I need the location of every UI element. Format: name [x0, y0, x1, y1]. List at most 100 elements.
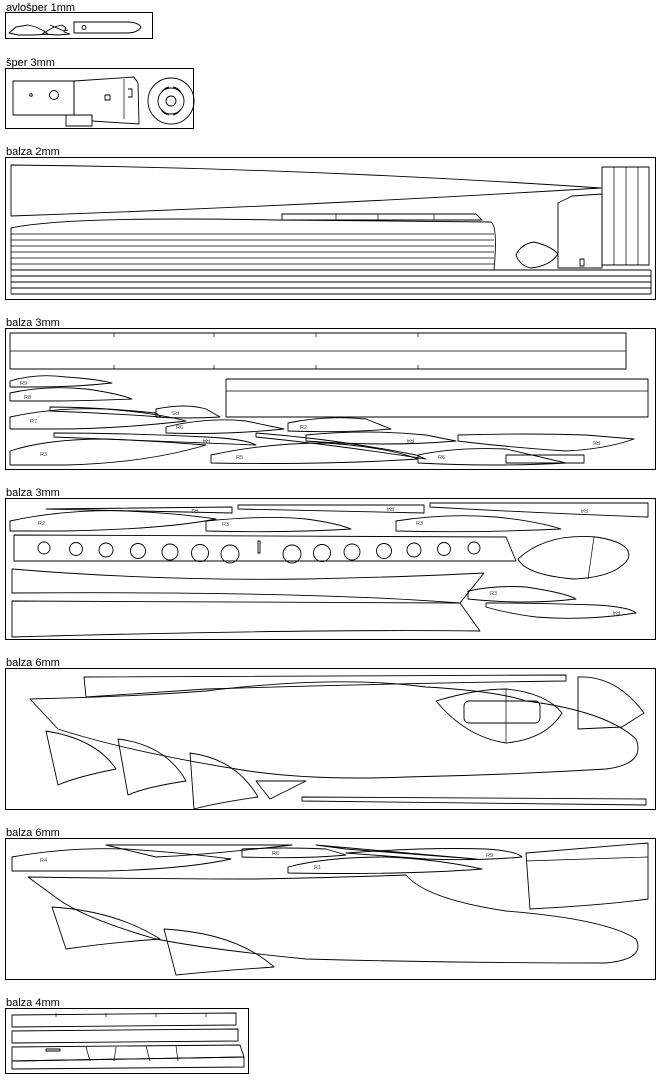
label-r6-right: R6	[438, 455, 445, 461]
part-small-hole	[29, 93, 33, 97]
part-slot	[104, 94, 111, 101]
part-4mm-dividers	[85, 1045, 179, 1062]
part-wing-tip-mid	[41, 24, 71, 36]
part-fuselage-skin	[10, 164, 602, 217]
part-fin-line-1	[613, 167, 639, 265]
part-firewall-hole	[49, 90, 59, 100]
part-rib-r7-right	[505, 454, 585, 464]
part-rib-r3-top	[205, 516, 352, 533]
part-fuselage-side	[29, 681, 639, 779]
part-long-strips	[11, 269, 652, 295]
label-r6-6mm: R6	[272, 851, 279, 857]
part-canopy	[515, 241, 559, 269]
part-oval-former	[517, 536, 630, 580]
part-spinner-center	[165, 95, 177, 107]
part-hole-5	[161, 543, 179, 561]
part-strip-diag-2	[237, 504, 425, 514]
part-strip-long-1	[105, 844, 293, 858]
sheet-title-sper-3mm: šper 3mm	[6, 57, 55, 69]
part-4mm-strip-4	[11, 1056, 245, 1070]
part-cockpit-window	[463, 700, 541, 724]
sheet-title-balza-6mm-a: balza 6mm	[6, 657, 60, 669]
part-4mm-strip-2	[11, 1028, 239, 1044]
part-fuselage-side-b	[27, 874, 639, 964]
part-gusset-1	[45, 730, 117, 786]
part-hole-7	[220, 544, 240, 564]
part-4mm-strip-1	[11, 1012, 237, 1028]
part-gusset-2	[117, 738, 187, 796]
label-r4-flip: R4	[203, 437, 210, 443]
label-r5: R5	[236, 455, 243, 461]
part-rib-r6-mid	[165, 419, 285, 434]
part-hole-3	[98, 542, 114, 558]
label-r4-low: R4	[613, 609, 620, 615]
balza-3mm-a-parts: R9 R8 R7 R5 R6 R2 R3 R4 R5 R4 R6 R6	[9, 332, 649, 466]
part-rib-long-diag	[255, 432, 427, 460]
part-firewall-left	[12, 80, 75, 116]
label-r9-6mm: R9	[486, 853, 493, 859]
sheet-title-balza-4mm: balza 4mm	[6, 997, 60, 1009]
part-spinner-slot-3	[172, 108, 182, 116]
label-r3-mid: R3	[416, 521, 423, 527]
part-rib-r5-bottom	[210, 442, 419, 464]
part-rib-r2-top	[9, 510, 217, 532]
sheet-sper-3mm	[5, 68, 195, 129]
sheet-title-avlosper-1mm: avlošper 1mm	[6, 2, 76, 14]
label-r3-top: R3	[222, 522, 229, 528]
part-strip-long-2	[315, 844, 477, 860]
part-hole-11	[376, 543, 392, 559]
part-rib-r7	[9, 408, 187, 430]
part-rib-r6-6mm	[241, 847, 347, 859]
part-rib-r8	[9, 387, 133, 402]
part-oval-former-line	[587, 536, 595, 580]
part-fuse-side-upper	[11, 568, 485, 604]
sheet-balza-4mm	[5, 1008, 249, 1074]
balza-6mm-a-parts	[29, 674, 647, 810]
part-rib-r5-top	[155, 405, 221, 419]
sper-parts	[12, 76, 195, 127]
part-box-slot	[579, 258, 585, 267]
label-r4-right: R4	[407, 437, 414, 443]
part-small-arm	[49, 24, 69, 32]
sheet-balza-6mm-a	[5, 668, 656, 810]
part-gusset-b1	[51, 906, 161, 950]
part-rib-r3-left	[9, 438, 207, 466]
part-rib-r6-far	[457, 433, 635, 452]
label-r9: R9	[20, 381, 27, 387]
label-r8: R8	[24, 395, 31, 401]
part-spinner-inner	[157, 87, 185, 115]
label-r2-flip: R2	[191, 507, 198, 513]
part-rib-r6	[49, 406, 162, 418]
part-hole-2	[69, 542, 83, 556]
part-spar-notches	[113, 333, 419, 369]
part-hole-4	[130, 543, 146, 559]
part-spinner-slot-2	[172, 86, 182, 94]
sheet-balza-3mm-b: R2 R2 R3 R4 R3 R4 R3 R4	[5, 498, 656, 640]
part-strip-hole	[73, 21, 142, 34]
part-tail-block	[525, 842, 649, 910]
part-hole-6	[191, 544, 209, 562]
part-strip-diag-3	[429, 502, 649, 518]
avlosper-parts	[8, 21, 142, 36]
part-notch	[128, 88, 133, 98]
label-r4-top: R4	[387, 505, 394, 511]
part-rib-r4-flip	[53, 432, 257, 446]
part-spinner-ring	[147, 77, 195, 125]
part-cockpit-outline	[435, 688, 563, 744]
part-hole	[81, 25, 87, 30]
part-gusset-b2	[163, 928, 275, 976]
part-rib-r4-right	[305, 431, 457, 445]
part-strip-diag-1	[45, 506, 233, 514]
part-fuse-side-lower	[11, 600, 481, 638]
part-spinner-slot-4	[160, 108, 170, 116]
part-spar-short	[225, 378, 649, 418]
sheet-title-balza-6mm-b: balza 6mm	[6, 827, 60, 839]
part-hole-12	[406, 542, 422, 558]
balza-6mm-b-parts: R4 R6 R1 R9	[11, 842, 649, 976]
part-bottom-strip	[301, 796, 647, 806]
part-firewall-right	[73, 76, 140, 125]
part-rib-r9-6mm	[345, 848, 523, 861]
part-strip-top-div	[335, 214, 435, 220]
part-4mm-notches-1	[55, 1013, 207, 1017]
part-rib-r3-low	[467, 586, 577, 603]
